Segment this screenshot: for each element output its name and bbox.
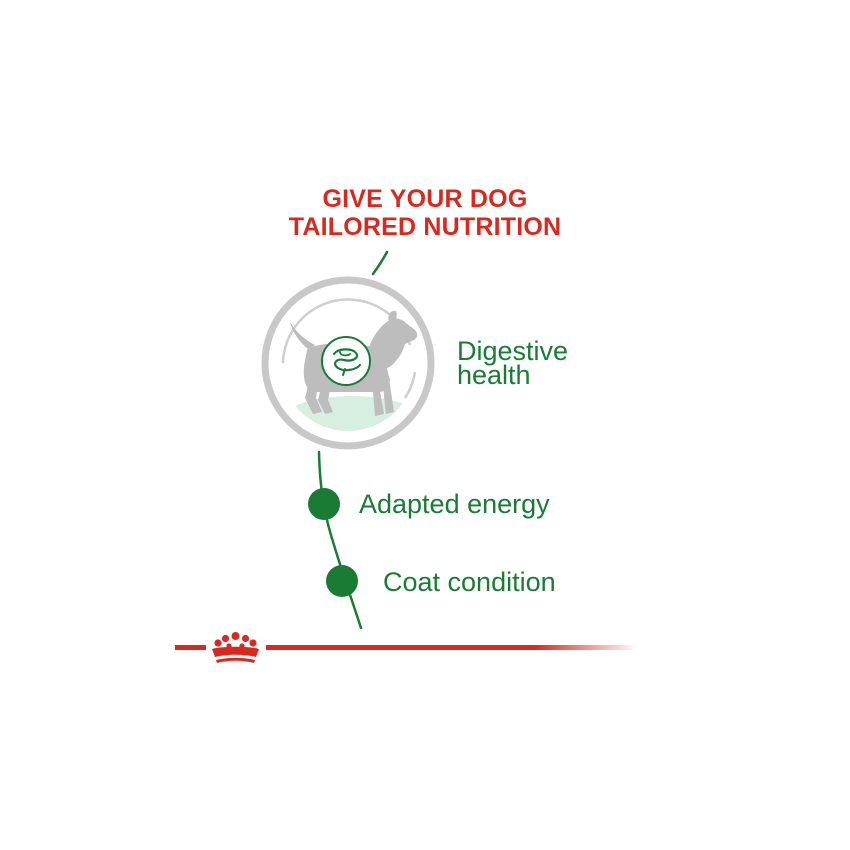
headline-line-1: GIVE YOUR DOG bbox=[322, 185, 528, 213]
bullet-dot-coat bbox=[326, 565, 358, 597]
connector-line-top bbox=[371, 250, 389, 276]
benefit-energy-label: Adapted energy bbox=[359, 489, 550, 519]
icon-ring-inner-arc bbox=[403, 371, 417, 399]
benefit-digestive-label-line-2: health bbox=[457, 360, 531, 390]
baseline-bar-left bbox=[175, 645, 206, 650]
connector-line bbox=[317, 450, 363, 630]
bullet-dot-energy bbox=[308, 488, 340, 520]
crown-logo-icon bbox=[212, 632, 259, 663]
benefit-coat-label: Coat condition bbox=[383, 567, 556, 597]
baseline-bar-right bbox=[266, 645, 638, 650]
headline-line-2: TAILORED NUTRITION bbox=[288, 213, 562, 241]
digestive-tract-icon bbox=[321, 336, 371, 386]
benefit-digestive-label-line-1: Digestive bbox=[457, 336, 569, 366]
